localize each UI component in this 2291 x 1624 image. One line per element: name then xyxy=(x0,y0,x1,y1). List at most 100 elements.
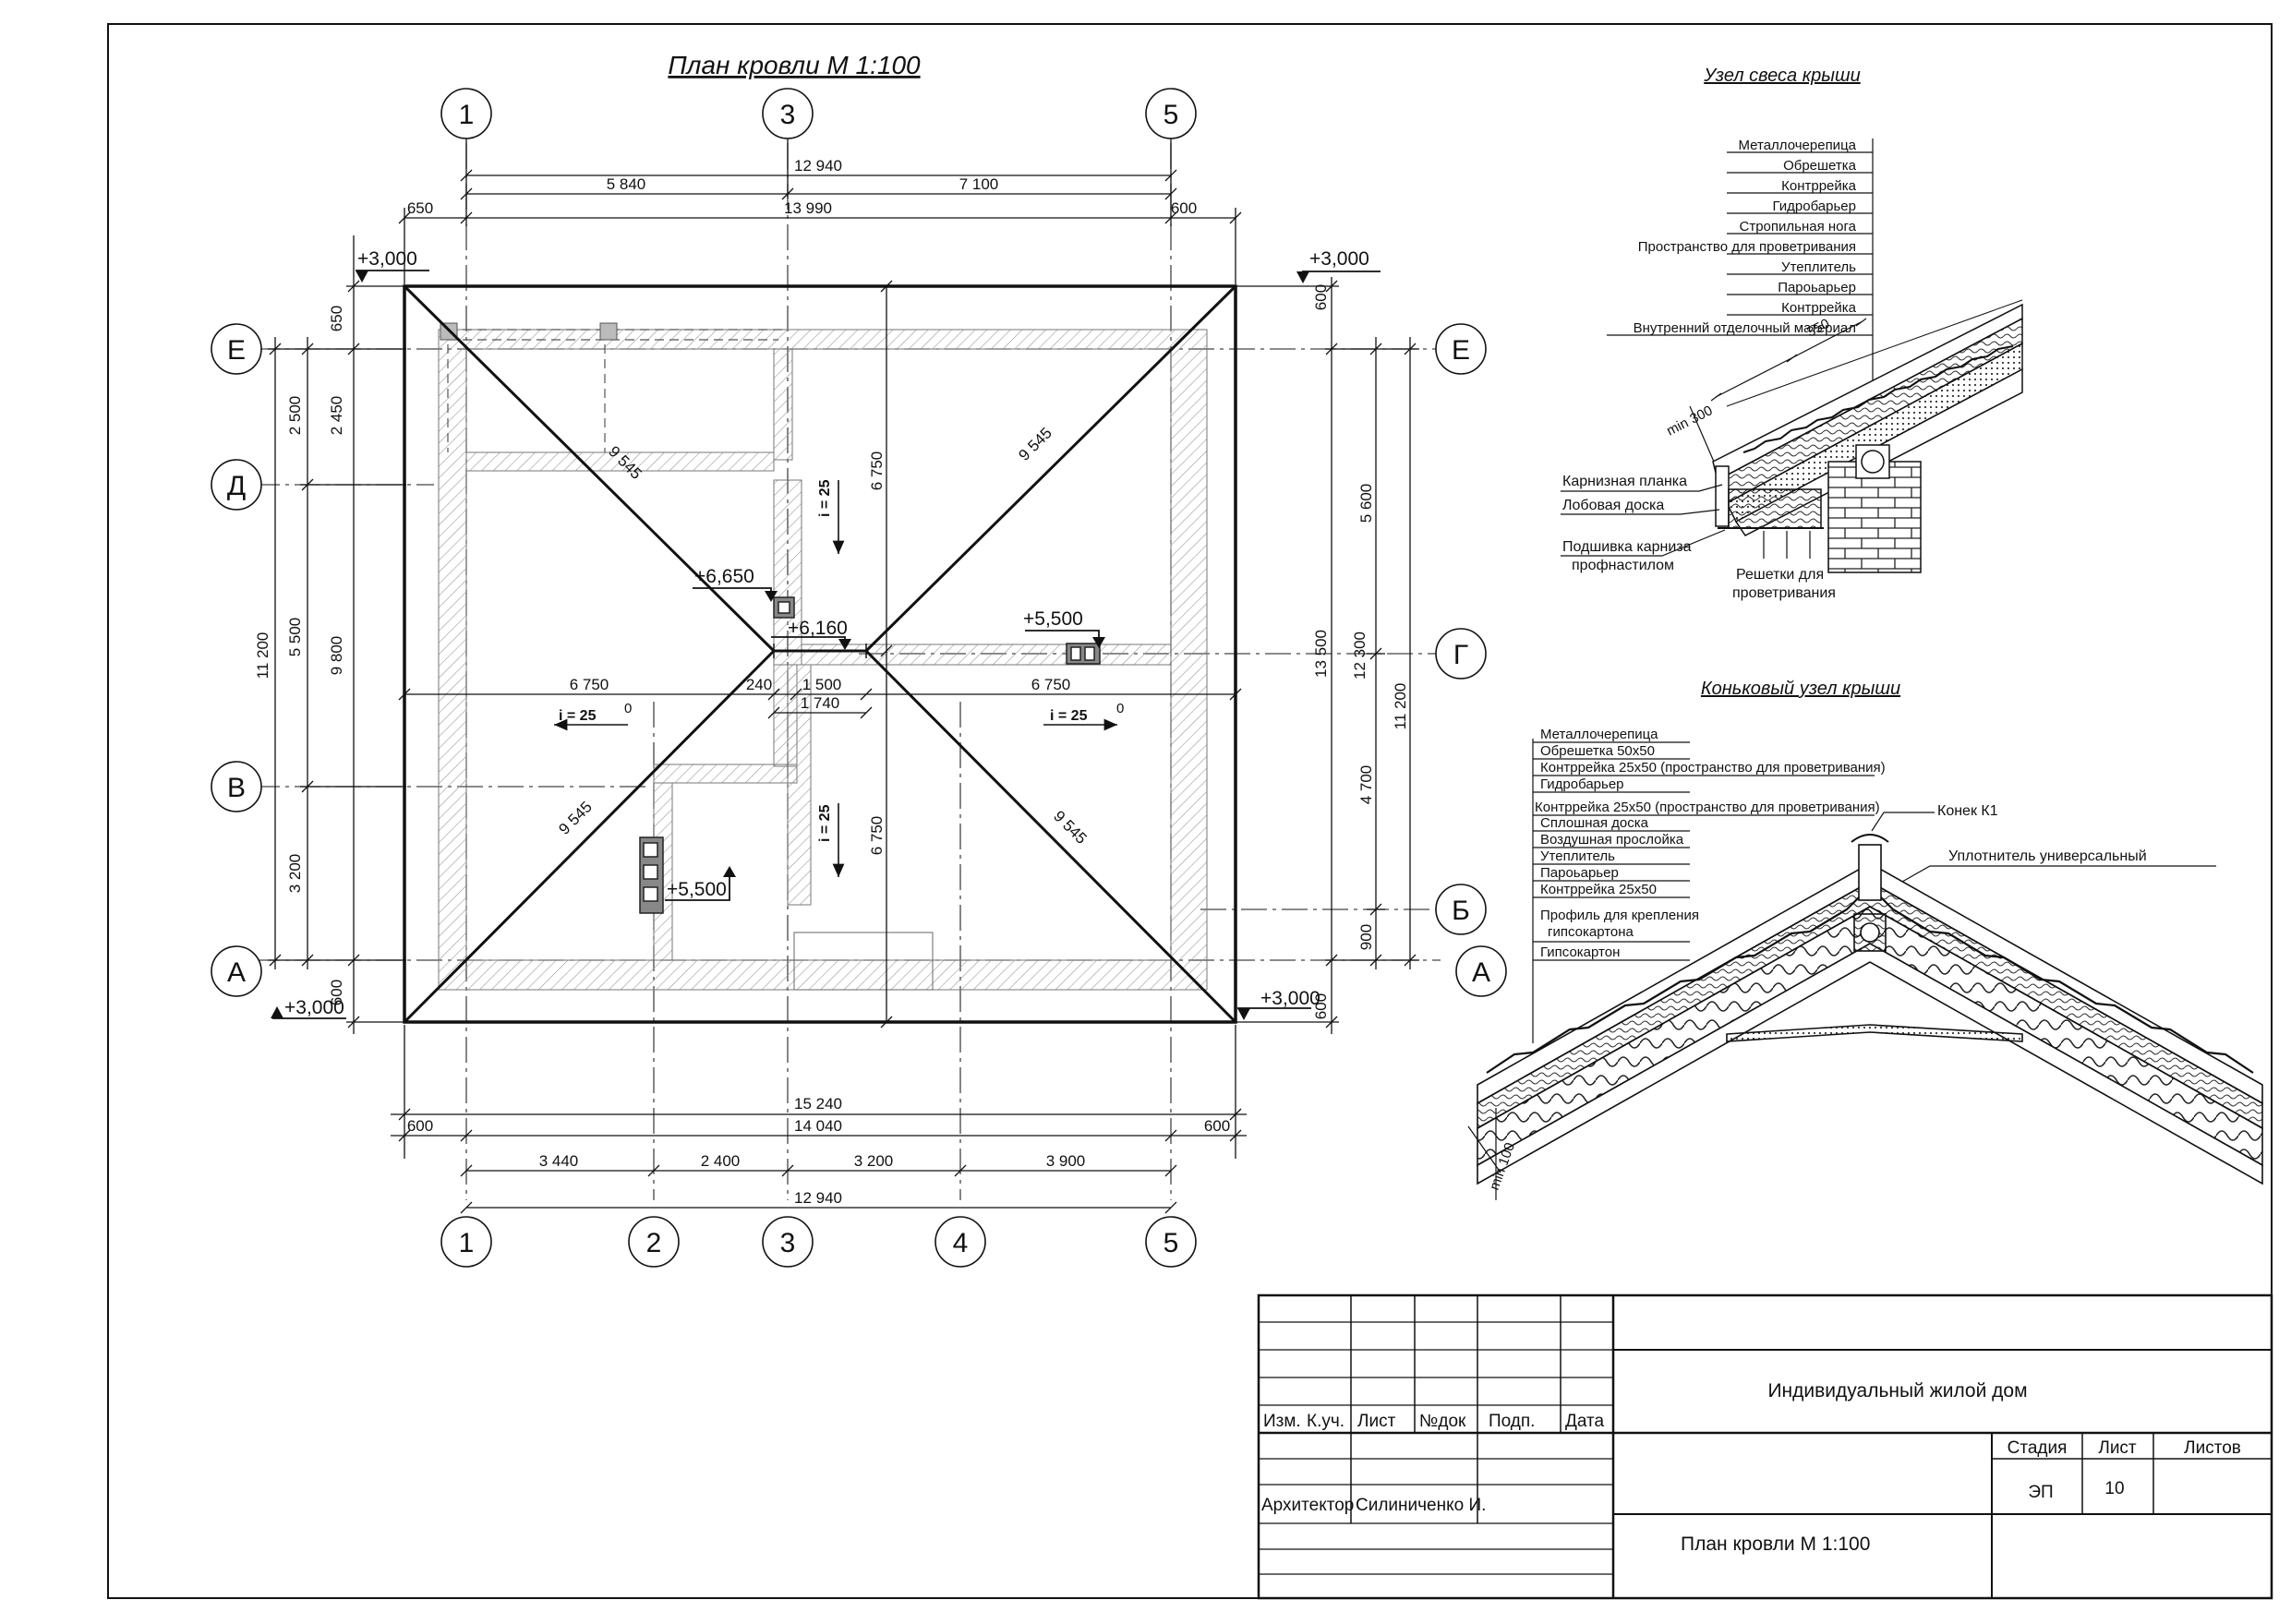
dim-bottom-seg1: 3 440 xyxy=(539,1152,579,1170)
dim-inner-h-left: 6 750 xyxy=(570,676,609,693)
dim-left-ov-bottom: 600 xyxy=(328,980,345,1005)
ridge-layer-4: Гидробарьер xyxy=(1540,776,1624,792)
level-mark-l4 xyxy=(723,866,736,877)
hip-3-length: 9 545 xyxy=(555,798,596,838)
eave-layer-1: Металлочерепица xyxy=(1738,138,1856,153)
dim-inner-h-mid1: 240 xyxy=(746,676,772,693)
roof-plan: План кровли М 1:100 xyxy=(211,51,1507,1268)
eave-layer-7: Утеплитель xyxy=(1781,259,1856,275)
chimney-2 xyxy=(599,322,618,341)
axis-left-e: Е xyxy=(227,335,246,366)
level-l3: +5,500 xyxy=(1023,608,1083,630)
roof-outline xyxy=(403,284,1237,1024)
ridge-layer-11: Профиль для крепления xyxy=(1540,908,1699,923)
dim-bottom-total: 15 240 xyxy=(794,1095,842,1113)
eave-dims xyxy=(1689,318,1867,463)
ridge-section xyxy=(1477,834,2263,1185)
tb-hdr-izm: Изм. xyxy=(1263,1412,1301,1431)
ridge-label: Конек К1 xyxy=(1937,803,1998,819)
eave-callout-lines xyxy=(1561,484,1811,559)
slope-bottom: i = 25 xyxy=(817,804,833,842)
level-tr: +3,000 xyxy=(1309,248,1369,270)
level-mark-l2 xyxy=(838,639,851,650)
dim-bottom-seg3: 3 200 xyxy=(854,1152,894,1170)
level-l2: +6,160 xyxy=(788,618,848,639)
ridge-layer-7: Воздушная прослойка xyxy=(1540,832,1684,848)
eave-callout-soffit2: профнастилом xyxy=(1572,558,1674,573)
ridge-layer-6: Сплошная доска xyxy=(1540,815,1649,831)
dim-top-seg2: 7 100 xyxy=(959,175,999,193)
eave-title: Узел свеса крыши xyxy=(1703,66,1861,86)
tb-hdr-ndok: №док xyxy=(1419,1412,1466,1431)
level-mark-l1 xyxy=(765,591,778,602)
axis-top-5: 5 xyxy=(1164,100,1179,130)
eave-dim-min300: min 300 xyxy=(1664,403,1715,439)
eave-callout-vents1: Решетки для xyxy=(1736,567,1824,583)
ridge-seal-label: Уплотнитель универсальный xyxy=(1948,848,2147,864)
level-br: +3,000 xyxy=(1260,988,1320,1009)
ridge-callouts xyxy=(1467,812,2216,1200)
tb-hdr-data: Дата xyxy=(1565,1412,1605,1431)
tb-project: Индивидуальный жилой дом xyxy=(1767,1380,2027,1401)
tb-hdr-kuch: К.уч. xyxy=(1307,1412,1344,1431)
ridge-title: Коньковый узел крыши xyxy=(1701,679,1900,699)
axis-right-g: Г xyxy=(1453,640,1468,670)
ridge-layer-8: Утеплитель xyxy=(1540,848,1615,864)
eave-layer-4: Гидробарьер xyxy=(1772,198,1856,214)
axis-bubbles xyxy=(211,88,1507,1268)
dim-left-ov-top: 650 xyxy=(328,306,345,331)
level-l1: +6,650 xyxy=(694,566,754,587)
eave-layer-2: Обрешетка xyxy=(1783,158,1857,174)
ridge-layer-12: гипсокартона xyxy=(1548,924,1634,940)
tb-drawing: План кровли М 1:100 xyxy=(1681,1534,1870,1555)
ridge-layer-2: Обрешетка 50х50 xyxy=(1540,743,1655,759)
ridge-layer-5: Контррейка 25х50 (пространство для прове… xyxy=(1535,800,1880,815)
dims-left-lines xyxy=(268,235,406,1034)
slope-top: i = 25 xyxy=(817,479,833,517)
ridge-layer-lines xyxy=(1532,739,1875,1043)
dim-right-ov-bottom: 600 xyxy=(1312,993,1330,1019)
axis-right-e: Е xyxy=(1452,335,1470,366)
dim-bottom-ov-left: 600 xyxy=(407,1117,433,1135)
eave-detail: Узел свеса крыши Металлочерепица Обрешет… xyxy=(1561,66,2023,601)
ridge-layer-13: Гипсокартон xyxy=(1540,944,1620,960)
dims-right-lines xyxy=(1236,277,1419,1034)
eave-section xyxy=(1712,299,2023,573)
eave-callout-front: Лобовая доска xyxy=(1562,498,1664,513)
tb-stage-hdr: Стадия xyxy=(2008,1438,2068,1458)
level-bl: +3,000 xyxy=(284,997,344,1018)
axis-bottom-4: 4 xyxy=(953,1228,969,1258)
dim-right-d5: 13 500 xyxy=(1312,630,1330,678)
eave-layer-3: Контррейка xyxy=(1781,178,1857,194)
axis-top-1: 1 xyxy=(459,100,475,130)
axis-left-d: Д xyxy=(227,471,246,501)
eave-callout-vents2: проветривания xyxy=(1732,585,1836,601)
dim-top-ov-right: 600 xyxy=(1171,199,1197,217)
slope-deg-left: 0 xyxy=(624,701,632,716)
axis-grid xyxy=(254,143,1441,1200)
ridge-layer-3: Контррейка 25х50 (пространство для прове… xyxy=(1540,760,1886,776)
level-tl: +3,000 xyxy=(357,248,417,270)
tb-role: Архитектор xyxy=(1261,1496,1354,1515)
dim-left-d4: 3 200 xyxy=(286,854,304,894)
level-mark-l3 xyxy=(1092,637,1105,648)
dim-inner-h-mid2: 1 500 xyxy=(802,676,842,693)
eave-layer-5: Стропильная нога xyxy=(1740,219,1857,235)
axis-bottom-1: 1 xyxy=(459,1228,475,1258)
dim-top-ov-left: 650 xyxy=(407,199,433,217)
level-l4: +5,500 xyxy=(667,879,727,900)
dim-bottom-ov-right: 600 xyxy=(1204,1117,1230,1135)
dashed-outline xyxy=(447,329,788,452)
vent-blocks xyxy=(639,596,1101,914)
dims-inner-lines xyxy=(398,280,1242,1029)
dim-bottom-overall: 12 940 xyxy=(794,1189,842,1207)
eave-layer-8: Пароьарьер xyxy=(1778,280,1856,295)
axis-bottom-5: 5 xyxy=(1164,1228,1179,1258)
axis-left-v: В xyxy=(227,773,246,803)
dim-inner-h-right: 6 750 xyxy=(1031,676,1071,693)
dim-right-ov-top: 600 xyxy=(1312,284,1330,310)
tb-sheets-hdr: Листов xyxy=(2184,1438,2241,1458)
dim-inner-v-bottom: 6 750 xyxy=(868,816,886,856)
dim-top-total: 13 990 xyxy=(784,199,832,217)
